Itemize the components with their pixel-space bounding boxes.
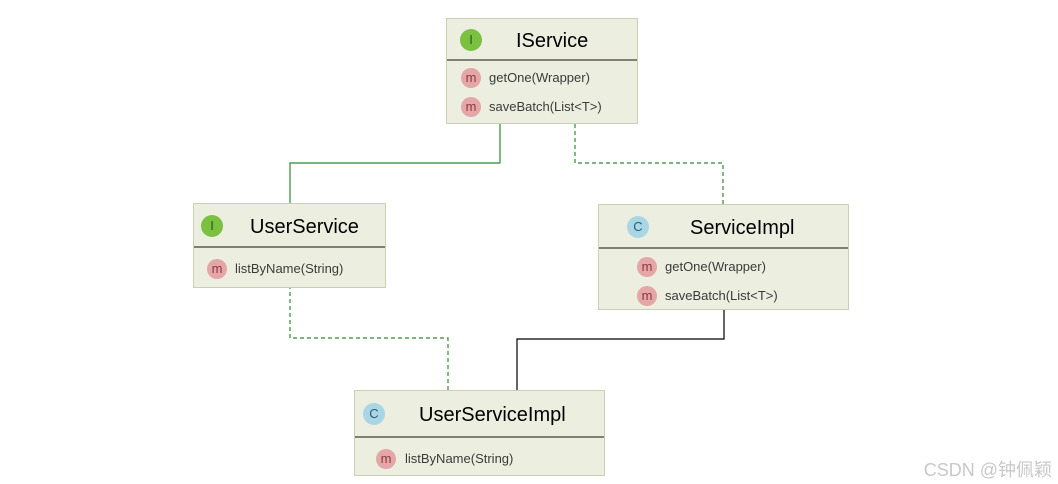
method-row[interactable]: m getOne(Wrapper) (599, 256, 848, 282)
class-icon: C (363, 403, 385, 425)
method-row[interactable]: m saveBatch(List<T>) (599, 285, 848, 311)
edge-serviceimpl-implements-iservice (569, 113, 724, 204)
method-signature: listByName(String) (235, 261, 344, 276)
method-icon: m (637, 257, 657, 277)
method-icon: m (637, 286, 657, 306)
method-icon: m (376, 449, 396, 469)
interface-icon: I (201, 215, 223, 237)
node-serviceimpl-title: ServiceImpl (690, 217, 795, 239)
watermark: CSDN @钟佩颖 (923, 460, 1052, 480)
class-icon: C (627, 216, 649, 238)
interface-icon: I (460, 29, 482, 51)
node-userservice-header: I UserService (194, 204, 385, 248)
method-signature: listByName(String) (405, 451, 514, 466)
node-userservice[interactable]: I UserService m listByName(String) (193, 203, 386, 288)
node-userserviceimpl-title: UserServiceImpl (419, 404, 566, 426)
node-userserviceimpl-header: C UserServiceImpl (355, 391, 604, 438)
method-row[interactable]: m getOne(Wrapper) (447, 67, 637, 93)
method-icon: m (461, 68, 481, 88)
method-row[interactable]: m listByName(String) (355, 448, 604, 474)
edge-userserviceimpl-extends-serviceimpl (516, 301, 729, 390)
node-serviceimpl-header: C ServiceImpl (599, 205, 848, 249)
node-iservice-title: IService (516, 30, 589, 52)
method-signature: saveBatch(List<T>) (665, 288, 778, 303)
node-userservice-title: UserService (250, 216, 359, 238)
method-row[interactable]: m listByName(String) (194, 258, 385, 284)
node-iservice[interactable]: I IService m getOne(Wrapper) m saveBatch… (446, 18, 638, 124)
method-row[interactable]: m saveBatch(List<T>) (447, 96, 637, 122)
node-iservice-header: I IService (447, 19, 637, 61)
node-serviceimpl[interactable]: C ServiceImpl m getOne(Wrapper) m saveBa… (598, 204, 849, 310)
method-signature: getOne(Wrapper) (489, 70, 590, 85)
method-icon: m (461, 97, 481, 117)
method-icon: m (207, 259, 227, 279)
edge-userserviceimpl-implements-userservice (284, 277, 449, 390)
node-userserviceimpl[interactable]: C UserServiceImpl m listByName(String) (354, 390, 605, 476)
edge-userservice-extends-iservice (289, 113, 506, 203)
method-signature: getOne(Wrapper) (665, 259, 766, 274)
method-signature: saveBatch(List<T>) (489, 99, 602, 114)
